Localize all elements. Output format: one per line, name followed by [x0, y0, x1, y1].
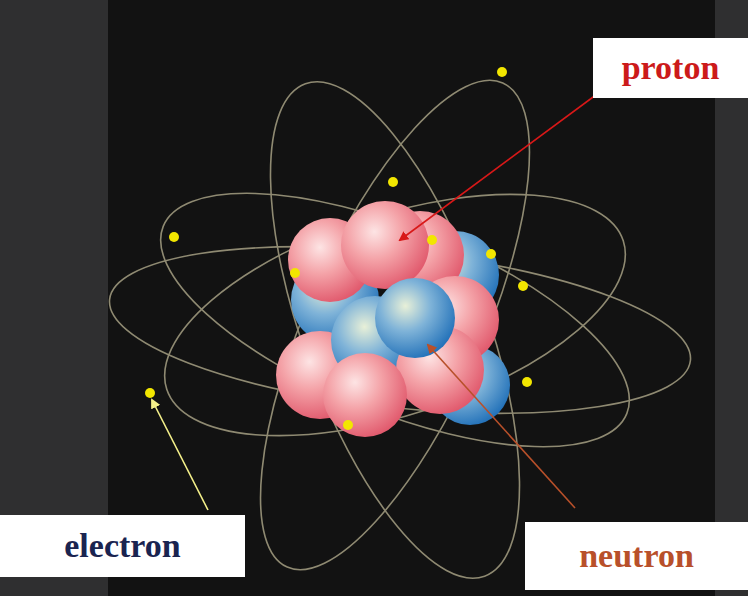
label-box: electron	[0, 515, 245, 577]
part-label: neutron	[579, 537, 694, 574]
part-label: electron	[64, 527, 180, 564]
leader-line	[428, 345, 575, 508]
nucleus	[276, 201, 510, 437]
label-box: neutron	[525, 522, 748, 590]
label-box: proton	[593, 38, 748, 98]
leader-line	[152, 400, 208, 510]
electrons	[145, 67, 532, 430]
part-label: proton	[622, 49, 720, 86]
orbits	[101, 47, 698, 596]
leader-line	[400, 86, 608, 240]
